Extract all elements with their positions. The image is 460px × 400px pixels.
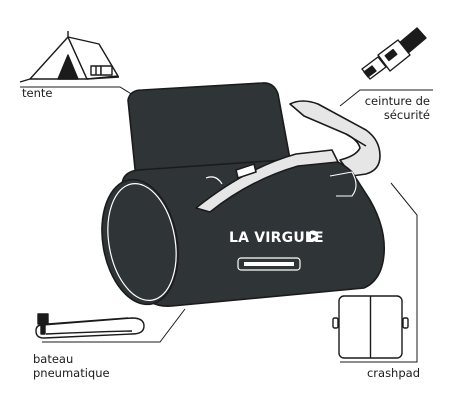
brand-comma-icon: [307, 230, 319, 242]
seatbelt-label-line-1: ceinture de: [364, 94, 430, 108]
crashpad-leader-line: [340, 182, 418, 363]
seatbelt-icon: [361, 27, 427, 80]
boat-label-line-1: bateau: [33, 352, 74, 366]
boat-icon: [35, 313, 145, 339]
seatbelt-leader-line: [339, 89, 433, 107]
boat-label-line-2: pneumatique: [33, 366, 110, 380]
boat-label: bateau pneumatique: [33, 352, 110, 380]
crashpad-label: crashpad: [366, 366, 420, 380]
brand-logo-text: LA VIRGULE: [229, 230, 324, 246]
tent-icon: [19, 31, 120, 83]
seatbelt-label: ceinture de sécurité: [342, 94, 430, 122]
tent-label: tente: [22, 86, 53, 100]
crashpad-icon: [332, 295, 409, 359]
boat-leader-line: [42, 308, 186, 343]
seatbelt-label-line-2: sécurité: [383, 108, 430, 122]
bag-illustration: [101, 82, 386, 307]
